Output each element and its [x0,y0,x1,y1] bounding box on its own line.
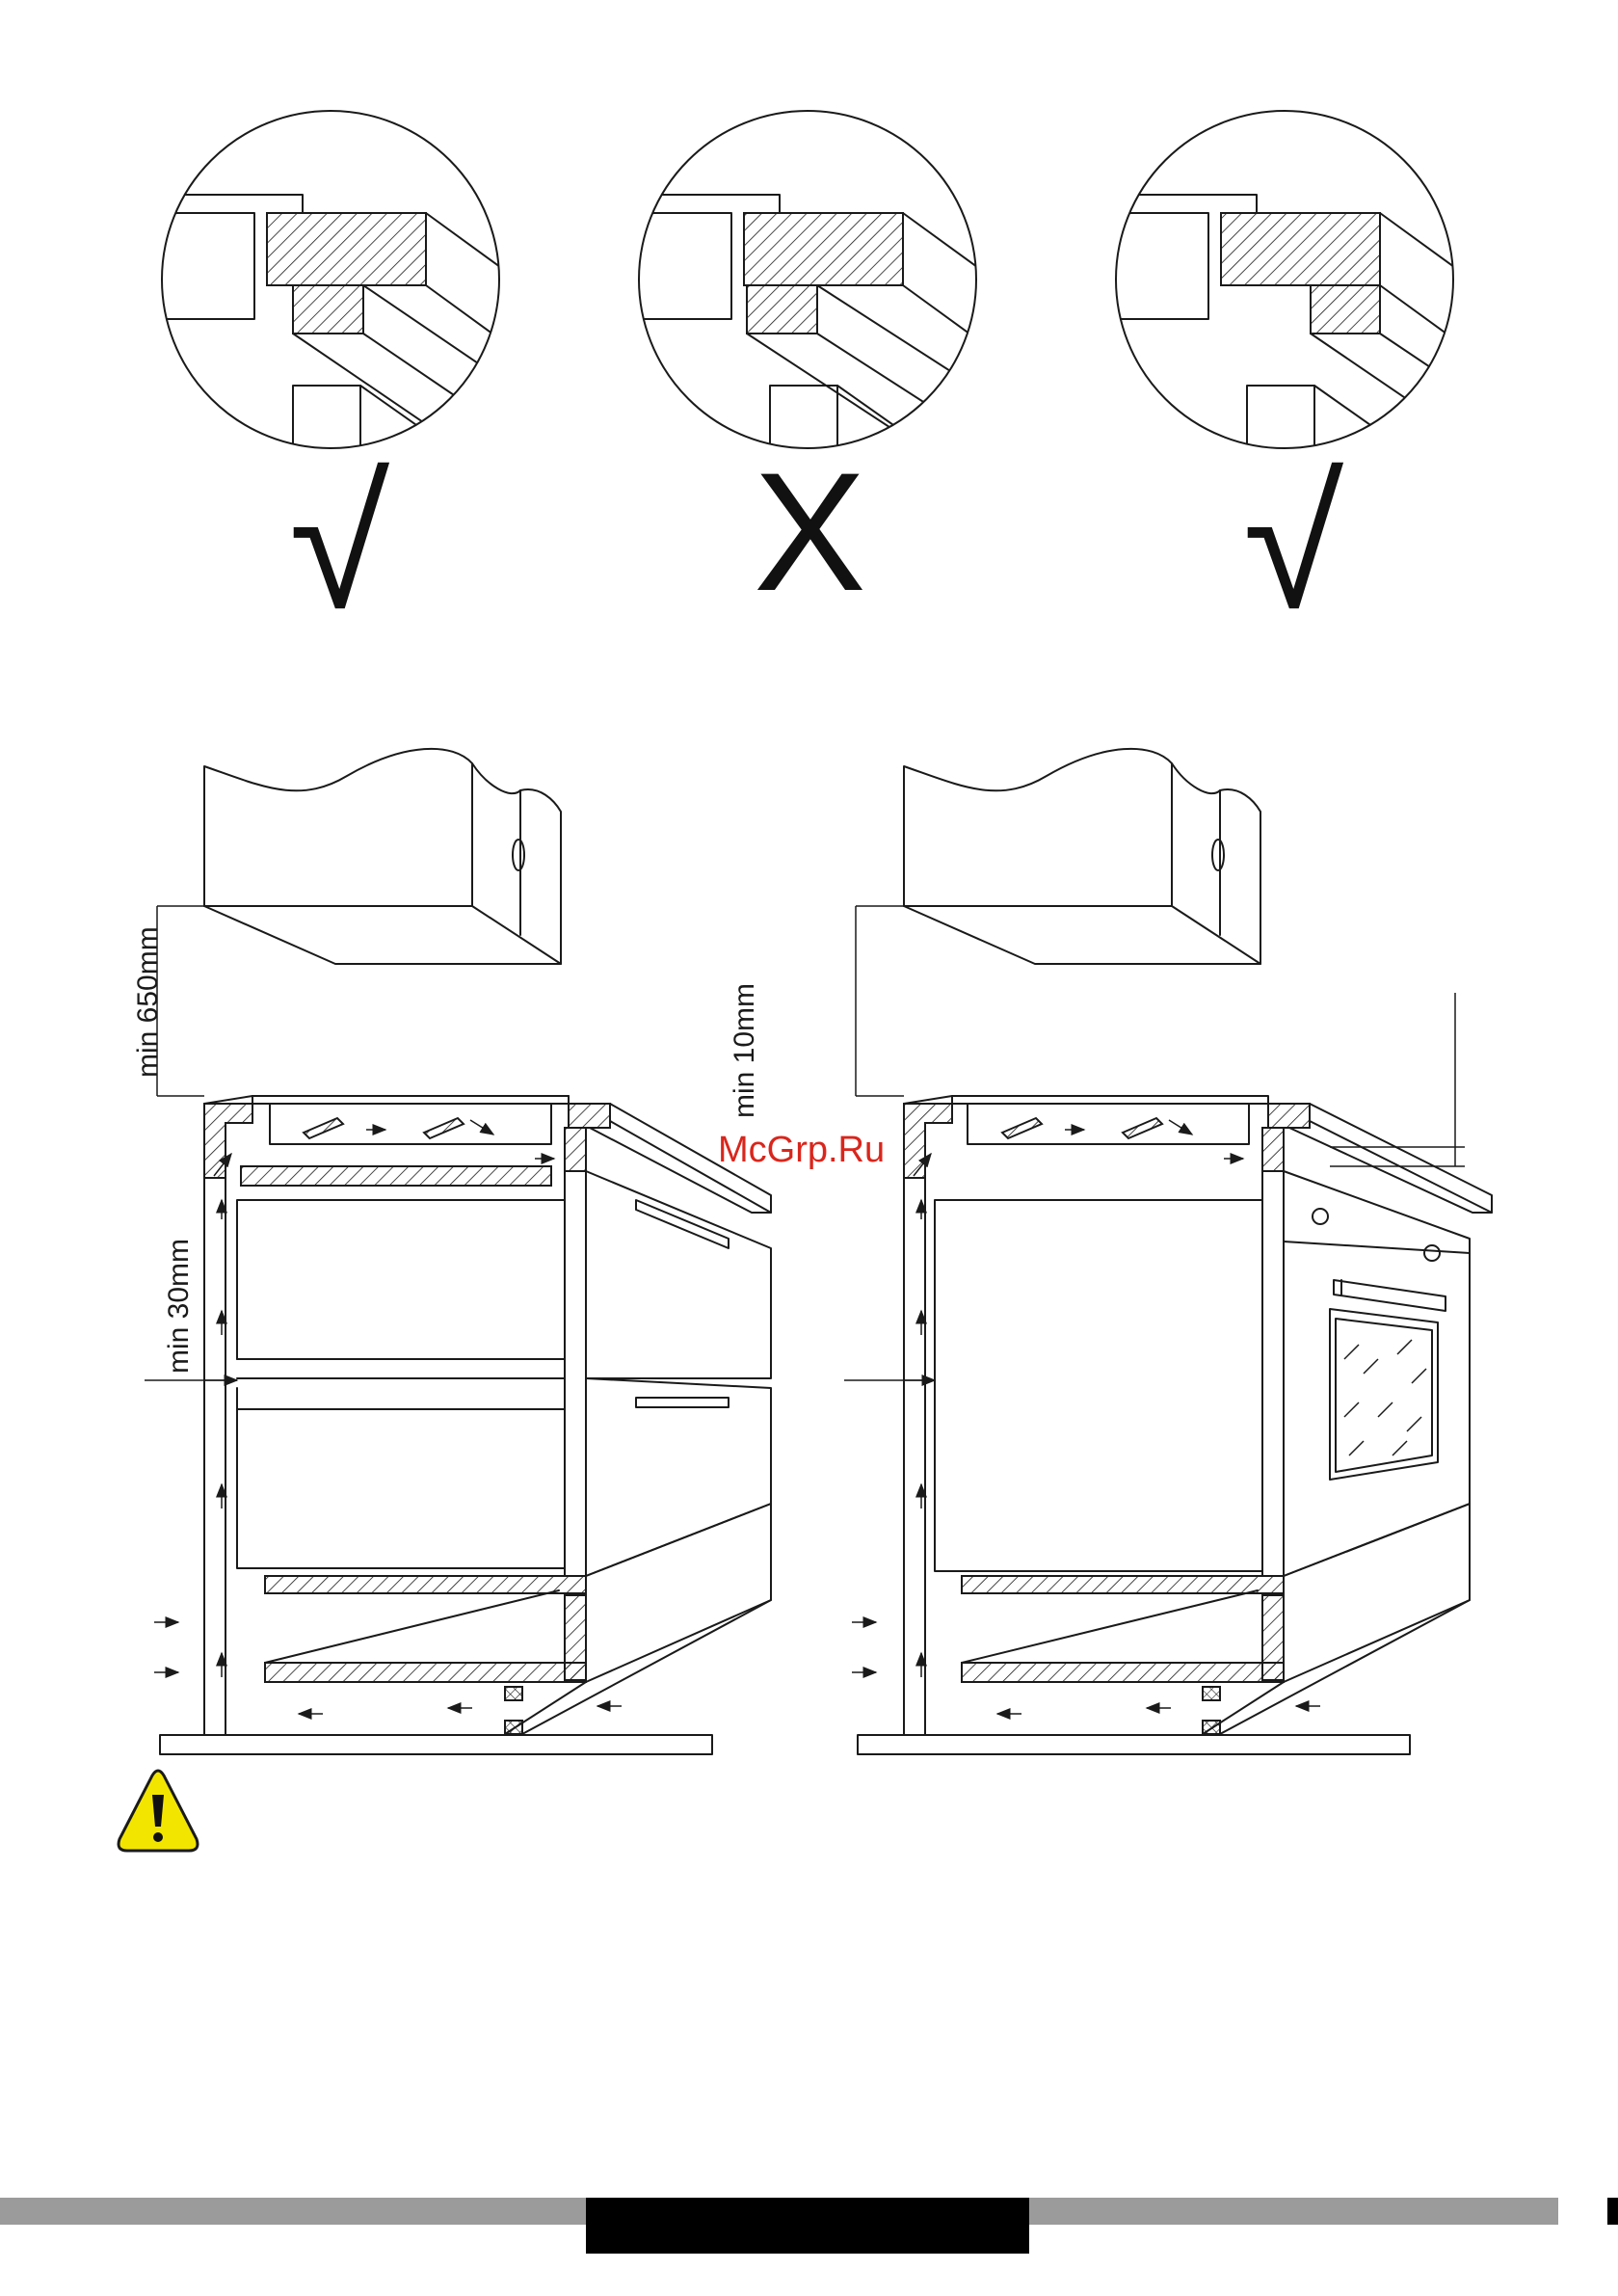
cooker-hood-left [204,749,561,964]
footer-black-block [586,2198,1029,2254]
cross-mark-middle: X [754,439,866,627]
footer-edge-mark [1607,2198,1618,2225]
airflow-arrows-right [852,1200,1320,1714]
installation-right: min 10mm [729,749,1492,1754]
hob-vent-left [304,1118,464,1138]
check-mark-right: √ [1243,442,1344,647]
watermark: McGrp.Ru [718,1130,885,1170]
check-mark-left: √ [289,442,390,647]
warning-icon [119,1771,198,1851]
hood-clearance-dimension: min 650mm [132,926,164,1078]
detail-circle-wrong-middle [622,111,988,492]
airflow-arrows-left [154,1200,622,1714]
detail-circle-correct-left [145,111,511,492]
rear-gap-dimension: min 30mm [163,1239,195,1374]
cooker-hood-right [904,749,1260,964]
hob-gap-dimension: min 10mm [729,983,760,1118]
hob-vent-right [1002,1118,1162,1138]
installation-left: min 650mm [132,749,771,1754]
detail-circle-correct-right [1099,111,1465,492]
